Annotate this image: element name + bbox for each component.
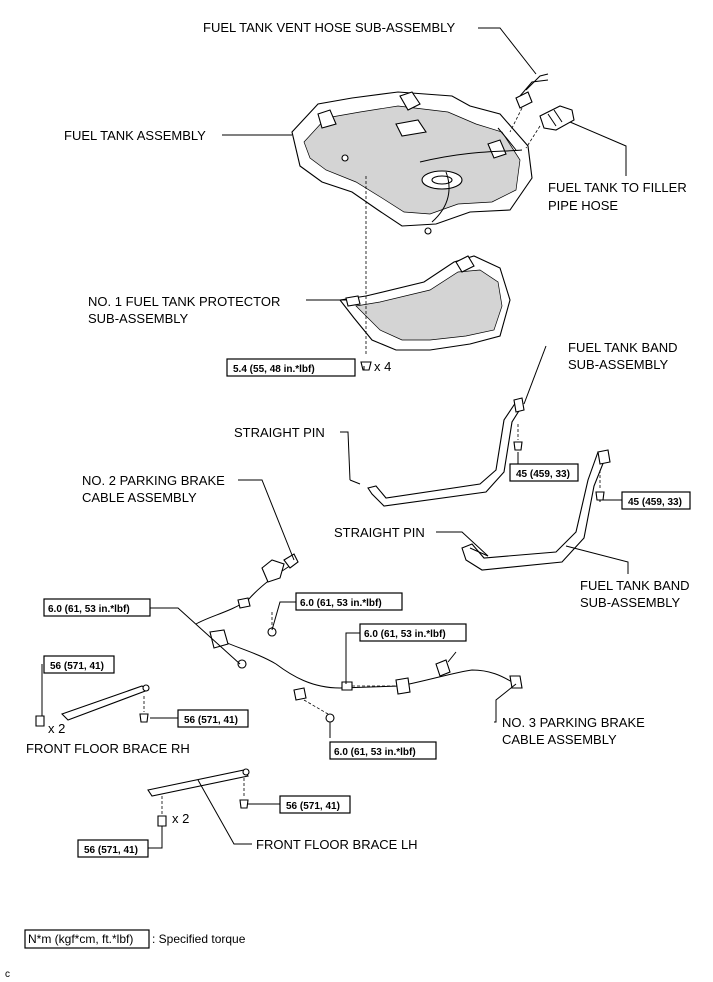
label-protector-line1: NO. 1 FUEL TANK PROTECTOR: [88, 294, 280, 309]
torque-box-cable-right: 6.0 (61, 53 in.*lbf): [359, 623, 467, 642]
label-straight-pin-lower: STRAIGHT PIN: [334, 525, 425, 540]
torque-value: 6.0 (61, 53 in.*lbf): [48, 604, 130, 615]
torque-box-cable-bottom: 6.0 (61, 53 in.*lbf): [329, 741, 437, 760]
leader-lines: [41, 27, 629, 849]
torque-box-cable-upper-left: 6.0 (61, 53 in.*lbf): [43, 598, 151, 617]
torque-box-band-lower: 45 (459, 33): [621, 491, 691, 510]
label-protector-line2: SUB-ASSEMBLY: [88, 311, 189, 326]
torque-value: 5.4 (55, 48 in.*lbf): [233, 364, 315, 375]
torque-box-brace-lh-bolt: 56 (571, 41): [279, 795, 351, 814]
torque-value: 45 (459, 33): [516, 469, 570, 480]
fuel-tank-band-lower: [461, 449, 611, 571]
qty-brace-rh-nuts: x 2: [48, 721, 65, 736]
torque-value: 56 (571, 41): [50, 661, 104, 672]
vent-hose: [509, 73, 549, 133]
fuel-tank-band-upper: [349, 397, 525, 507]
legend-unit-box: N*m (kgf*cm, ft.*lbf): [28, 932, 133, 946]
torque-box-brace-lh-nut: 56 (571, 41): [77, 839, 149, 858]
torque-box-band-upper: 45 (459, 33): [509, 463, 579, 482]
label-filler-hose-line2: PIPE HOSE: [548, 198, 618, 213]
label-filler-hose-line1: FUEL TANK TO FILLER: [548, 180, 687, 195]
label-vent-hose: FUEL TANK VENT HOSE SUB-ASSEMBLY: [203, 20, 455, 35]
torque-value: 56 (571, 41): [84, 845, 138, 856]
part-labels: FUEL TANK VENT HOSE SUB-ASSEMBLY FUEL TA…: [26, 20, 690, 852]
front-floor-brace-lh: [147, 768, 250, 827]
quantity-labels: x 4 x 2 x 2: [48, 359, 391, 826]
label-band-upper-line1: FUEL TANK BAND: [568, 340, 678, 355]
label-pb-cable3-line1: NO. 3 PARKING BRAKE: [502, 715, 645, 730]
label-pb-cable2-line1: NO. 2 PARKING BRAKE: [82, 473, 225, 488]
fuel-tank-assembly: [291, 91, 533, 235]
parking-brake-cables: [195, 553, 523, 723]
torque-value: 56 (571, 41): [184, 715, 238, 726]
torque-value: 6.0 (61, 53 in.*lbf): [300, 598, 382, 609]
torque-legend: N*m (kgf*cm, ft.*lbf) : Specified torque: [24, 929, 246, 949]
torque-value: 56 (571, 41): [286, 801, 340, 812]
label-pb-cable2-line2: CABLE ASSEMBLY: [82, 490, 197, 505]
label-straight-pin-upper: STRAIGHT PIN: [234, 425, 325, 440]
label-brace-rh: FRONT FLOOR BRACE RH: [26, 741, 190, 756]
torque-value: 6.0 (61, 53 in.*lbf): [364, 629, 446, 640]
label-brace-lh: FRONT FLOOR BRACE LH: [256, 837, 418, 852]
label-band-lower-line1: FUEL TANK BAND: [580, 578, 690, 593]
torque-value: 45 (459, 33): [628, 497, 682, 508]
label-band-upper-line2: SUB-ASSEMBLY: [568, 357, 669, 372]
label-band-lower-line2: SUB-ASSEMBLY: [580, 595, 681, 610]
legend-description: : Specified torque: [152, 932, 246, 946]
qty-brace-lh-nuts: x 2: [172, 811, 189, 826]
fuel-tank-protector: [338, 176, 511, 371]
torque-value: 6.0 (61, 53 in.*lbf): [334, 747, 416, 758]
label-pb-cable3-line2: CABLE ASSEMBLY: [502, 732, 617, 747]
torque-box-cable-upper-mid: 6.0 (61, 53 in.*lbf): [295, 592, 403, 611]
torque-box-brace-rh-nut: 56 (571, 41): [43, 655, 115, 674]
torque-box-brace-rh-bolt: 56 (571, 41): [177, 709, 249, 728]
qty-protector-bolts: x 4: [374, 359, 391, 374]
filler-pipe-hose: [525, 105, 575, 149]
corner-mark: c: [5, 969, 10, 980]
front-floor-brace-rh: [35, 684, 150, 727]
torque-box-protector: 5.4 (55, 48 in.*lbf): [226, 358, 356, 377]
label-tank-assembly: FUEL TANK ASSEMBLY: [64, 128, 206, 143]
torque-callouts: 5.4 (55, 48 in.*lbf) 45 (459, 33) 45 (45…: [43, 358, 691, 858]
